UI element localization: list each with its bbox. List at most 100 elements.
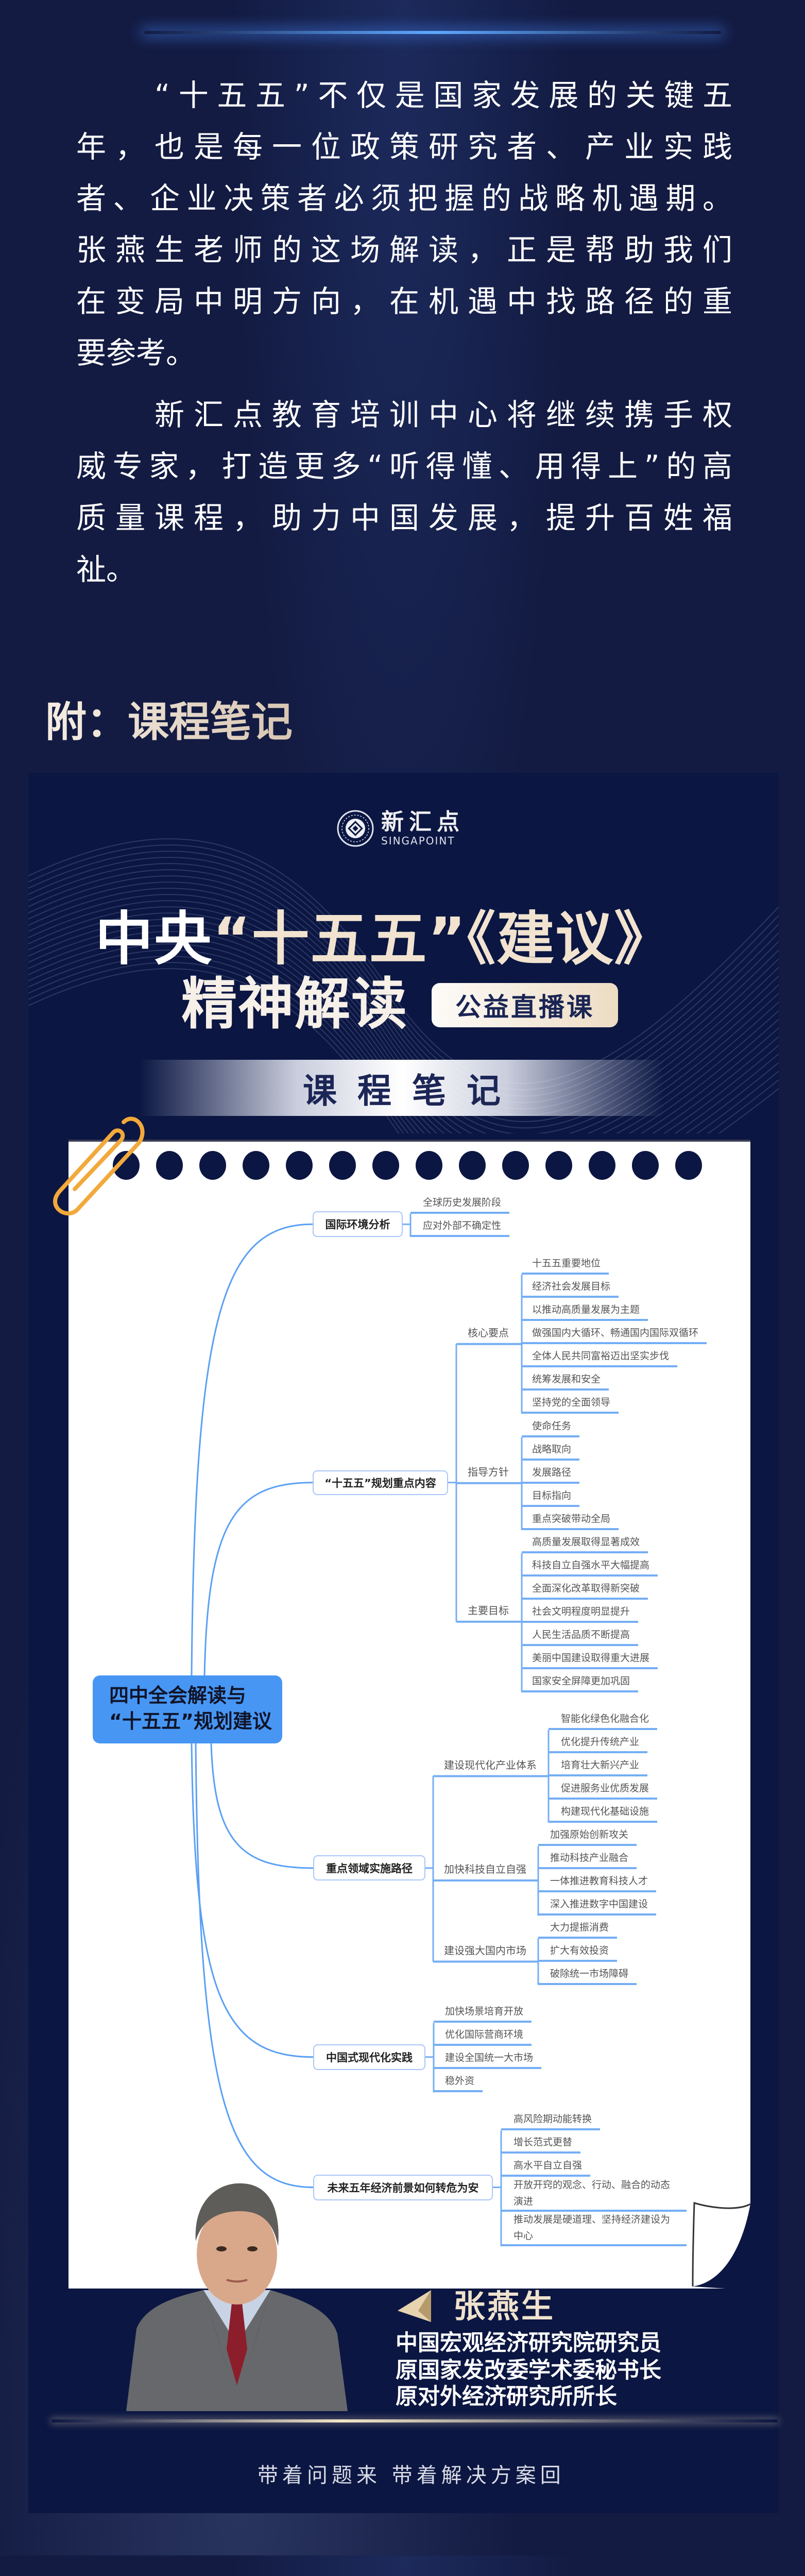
mindmap-leaf: 一体推进教育科技人才 — [538, 1872, 657, 1893]
poster-subtitle: 精神解读 — [181, 972, 408, 1037]
mindmap-leaf: 促进服务业优质发展 — [549, 1779, 658, 1800]
mindmap-leaf: 十五五重要地位 — [522, 1254, 609, 1275]
mindmap-branch-node: 重点领域实施路径 — [313, 1855, 425, 1881]
paper-clip-icon — [53, 1116, 145, 1216]
mindmap-leaf: 社会文明程度明显提升 — [522, 1602, 639, 1623]
mindmap-group-label: 建设强大国内市场 — [444, 1944, 526, 1957]
logo-name-cn: 新汇点 — [381, 809, 465, 835]
appendix-heading: 附：课程笔记 — [45, 697, 293, 748]
binder-hole — [372, 1151, 399, 1180]
course-notes-banner: 课程笔记 — [139, 1060, 664, 1116]
intro-line: 者、企业决策者必须把握的战略机遇期。 — [76, 181, 732, 216]
mindmap-leaf: 智能化绿色化融合化 — [549, 1709, 658, 1730]
live-course-badge: 公益直播课 — [432, 983, 618, 1027]
binder-hole — [545, 1151, 572, 1180]
mindmap-leaf: 建设全国统一大市场 — [434, 2048, 542, 2070]
mindmap-leaf: 做强国内大循环、畅通国内国际双循环 — [522, 1324, 707, 1344]
mindmap-leaf: 稳外资 — [434, 2072, 483, 2093]
speaker-name: 张燕生 — [453, 2287, 556, 2325]
intro-line: 年，也是每一位政策研究者、产业实践 — [76, 129, 732, 164]
mindmap-leaf: 破除统一市场障碍 — [538, 1964, 637, 1985]
mindmap-leaf: 坚持党的全面领导 — [522, 1393, 619, 1414]
mindmap-group-label: 核心要点 — [468, 1326, 509, 1339]
mindmap-group-label: 指导方针 — [468, 1465, 509, 1478]
mindmap-leaf: 经济社会发展目标 — [522, 1277, 619, 1298]
intro-line: 张燕生老师的这场解读，正是帮助我们 — [76, 232, 732, 267]
banner-text: 课程笔记 — [303, 1071, 521, 1111]
mindmap-leaf: 全球历史发展阶段 — [410, 1193, 510, 1214]
mindmap-leaf: 科技自立自强水平大幅提高 — [522, 1556, 658, 1577]
mindmap-leaf: 增长范式更替 — [501, 2133, 581, 2154]
speaker-photo — [126, 2183, 348, 2411]
root-line-1: 四中全会解读与 — [109, 1684, 247, 1707]
binder-hole — [416, 1151, 442, 1180]
binder-hole — [329, 1151, 356, 1180]
mindmap-leaf: 国家安全屏障更加巩固 — [522, 1672, 639, 1692]
binder-hole — [632, 1151, 659, 1180]
mindmap-leaf: 应对外部不确定性 — [410, 1216, 510, 1237]
mindmap-branch-node: 国际环境分析 — [313, 1211, 403, 1238]
intro-line: 新汇点教育培训中心将继续携手权 — [155, 397, 732, 432]
mindmap-leaf: 发展路径 — [522, 1463, 580, 1484]
speaker-title-3: 原对外经济研究所所长 — [396, 2384, 617, 2410]
binder-hole — [156, 1151, 183, 1180]
mindmap-leaf: 目标指向 — [522, 1486, 580, 1507]
intro-line: 祉。 — [76, 552, 136, 587]
mindmap-leaf: 深入推进数字中国建设 — [538, 1895, 657, 1916]
mindmap-leaf: 优化提升传统产业 — [549, 1733, 648, 1753]
mindmap-root-node: 四中全会解读与 “十五五”规划建议 — [93, 1675, 282, 1743]
top-glow-divider — [144, 31, 721, 34]
binder-hole — [459, 1151, 486, 1180]
binder-hole — [589, 1151, 615, 1180]
speaker-title-2: 原国家发改委学术委秘书长 — [396, 2358, 661, 2383]
binder-hole — [502, 1151, 529, 1180]
gold-divider — [52, 2419, 778, 2422]
intro-line: 质量课程，助力中国发展，提升百姓福 — [76, 500, 732, 535]
mindmap-leaf: 构建现代化基础设施 — [549, 1802, 658, 1823]
mindmap-group-label: 主要目标 — [468, 1604, 509, 1617]
binder-hole — [243, 1151, 269, 1180]
mindmap-leaf: 使命任务 — [522, 1417, 580, 1437]
mindmap-leaf: 高质量发展取得显著成效 — [522, 1533, 648, 1553]
intro-line: “十五五”不仅是国家发展的关键五 — [155, 78, 732, 113]
mindmap-leaf: 重点突破带动全局 — [522, 1510, 619, 1530]
mindmap-leaf: 统筹发展和安全 — [522, 1370, 609, 1391]
mindmap-branch-node: 未来五年经济前景如何转危为安 — [313, 2174, 493, 2200]
mindmap-leaf: 推动科技产业融合 — [538, 1849, 637, 1870]
title-part-central: 中央 — [95, 906, 213, 973]
mindmap-leaf: 扩大有效投资 — [538, 1941, 618, 1962]
mindmap-leaf: 以推动高质量发展为主题 — [522, 1300, 648, 1321]
intro-line: 在变局中明方向，在机遇中找路径的重 — [76, 284, 732, 319]
intro-line: 威专家，打造更多“听得懂、用得上”的高 — [76, 449, 732, 484]
mindmap-branch-node: “十五五”规划重点内容 — [313, 1470, 448, 1495]
mindmap-group-label: 加快科技自立自强 — [444, 1863, 526, 1875]
mindmap-leaf: 培育壮大新兴产业 — [549, 1756, 648, 1776]
mindmap-leaf: 全体人民共同富裕迈出坚实步伐 — [522, 1347, 678, 1367]
mindmap-leaf: 全面深化改革取得新突破 — [522, 1579, 648, 1600]
logo-emblem-icon — [337, 810, 374, 847]
mindmap-leaf: 加强原始创新攻关 — [538, 1825, 637, 1846]
triangle-accent-icon — [398, 2290, 431, 2322]
title-part-suggestion: “十五五”《建议》 — [213, 906, 673, 973]
slogan: 带着问题来 带着解决方案回 — [258, 2464, 565, 2487]
mindmap-leaf: 人民生活品质不断提高 — [522, 1625, 639, 1646]
logo-name-en: SINGAPOINT — [381, 835, 455, 847]
mindmap-leaf: 加快场景培育开放 — [434, 2002, 532, 2023]
singapoint-logo: 新汇点 SINGAPOINT — [336, 809, 465, 848]
mindmap-leaf: 优化国际营商环境 — [434, 2025, 532, 2046]
mindmap-leaf: 高风险期动能转换 — [501, 2110, 601, 2131]
root-line-2: “十五五”规划建议 — [109, 1710, 272, 1733]
mindmap-leaf: 战略取向 — [522, 1440, 580, 1461]
mindmap-group-label: 建设现代化产业体系 — [444, 1758, 537, 1771]
mindmap-branch-node: 中国式现代化实践 — [313, 2044, 425, 2070]
intro-line: 要参考。 — [76, 335, 196, 370]
binder-hole — [675, 1151, 702, 1180]
mindmap-leaf: 推动发展是硬道理、坚持经济建设为中心 — [501, 2211, 687, 2247]
mindmap-leaf: 美丽中国建设取得重大进展 — [522, 1649, 658, 1669]
binder-hole — [199, 1151, 226, 1180]
mindmap-leaf: 大力提振消费 — [538, 1918, 618, 1939]
speaker-title-1: 中国宏观经济研究院研究员 — [396, 2330, 661, 2356]
mindmap-leaf: 高水平自立自强 — [501, 2156, 591, 2177]
binder-hole — [286, 1151, 313, 1180]
mindmap-leaf: 开放开窍的观念、行动、融合的动态演进 — [501, 2177, 687, 2212]
